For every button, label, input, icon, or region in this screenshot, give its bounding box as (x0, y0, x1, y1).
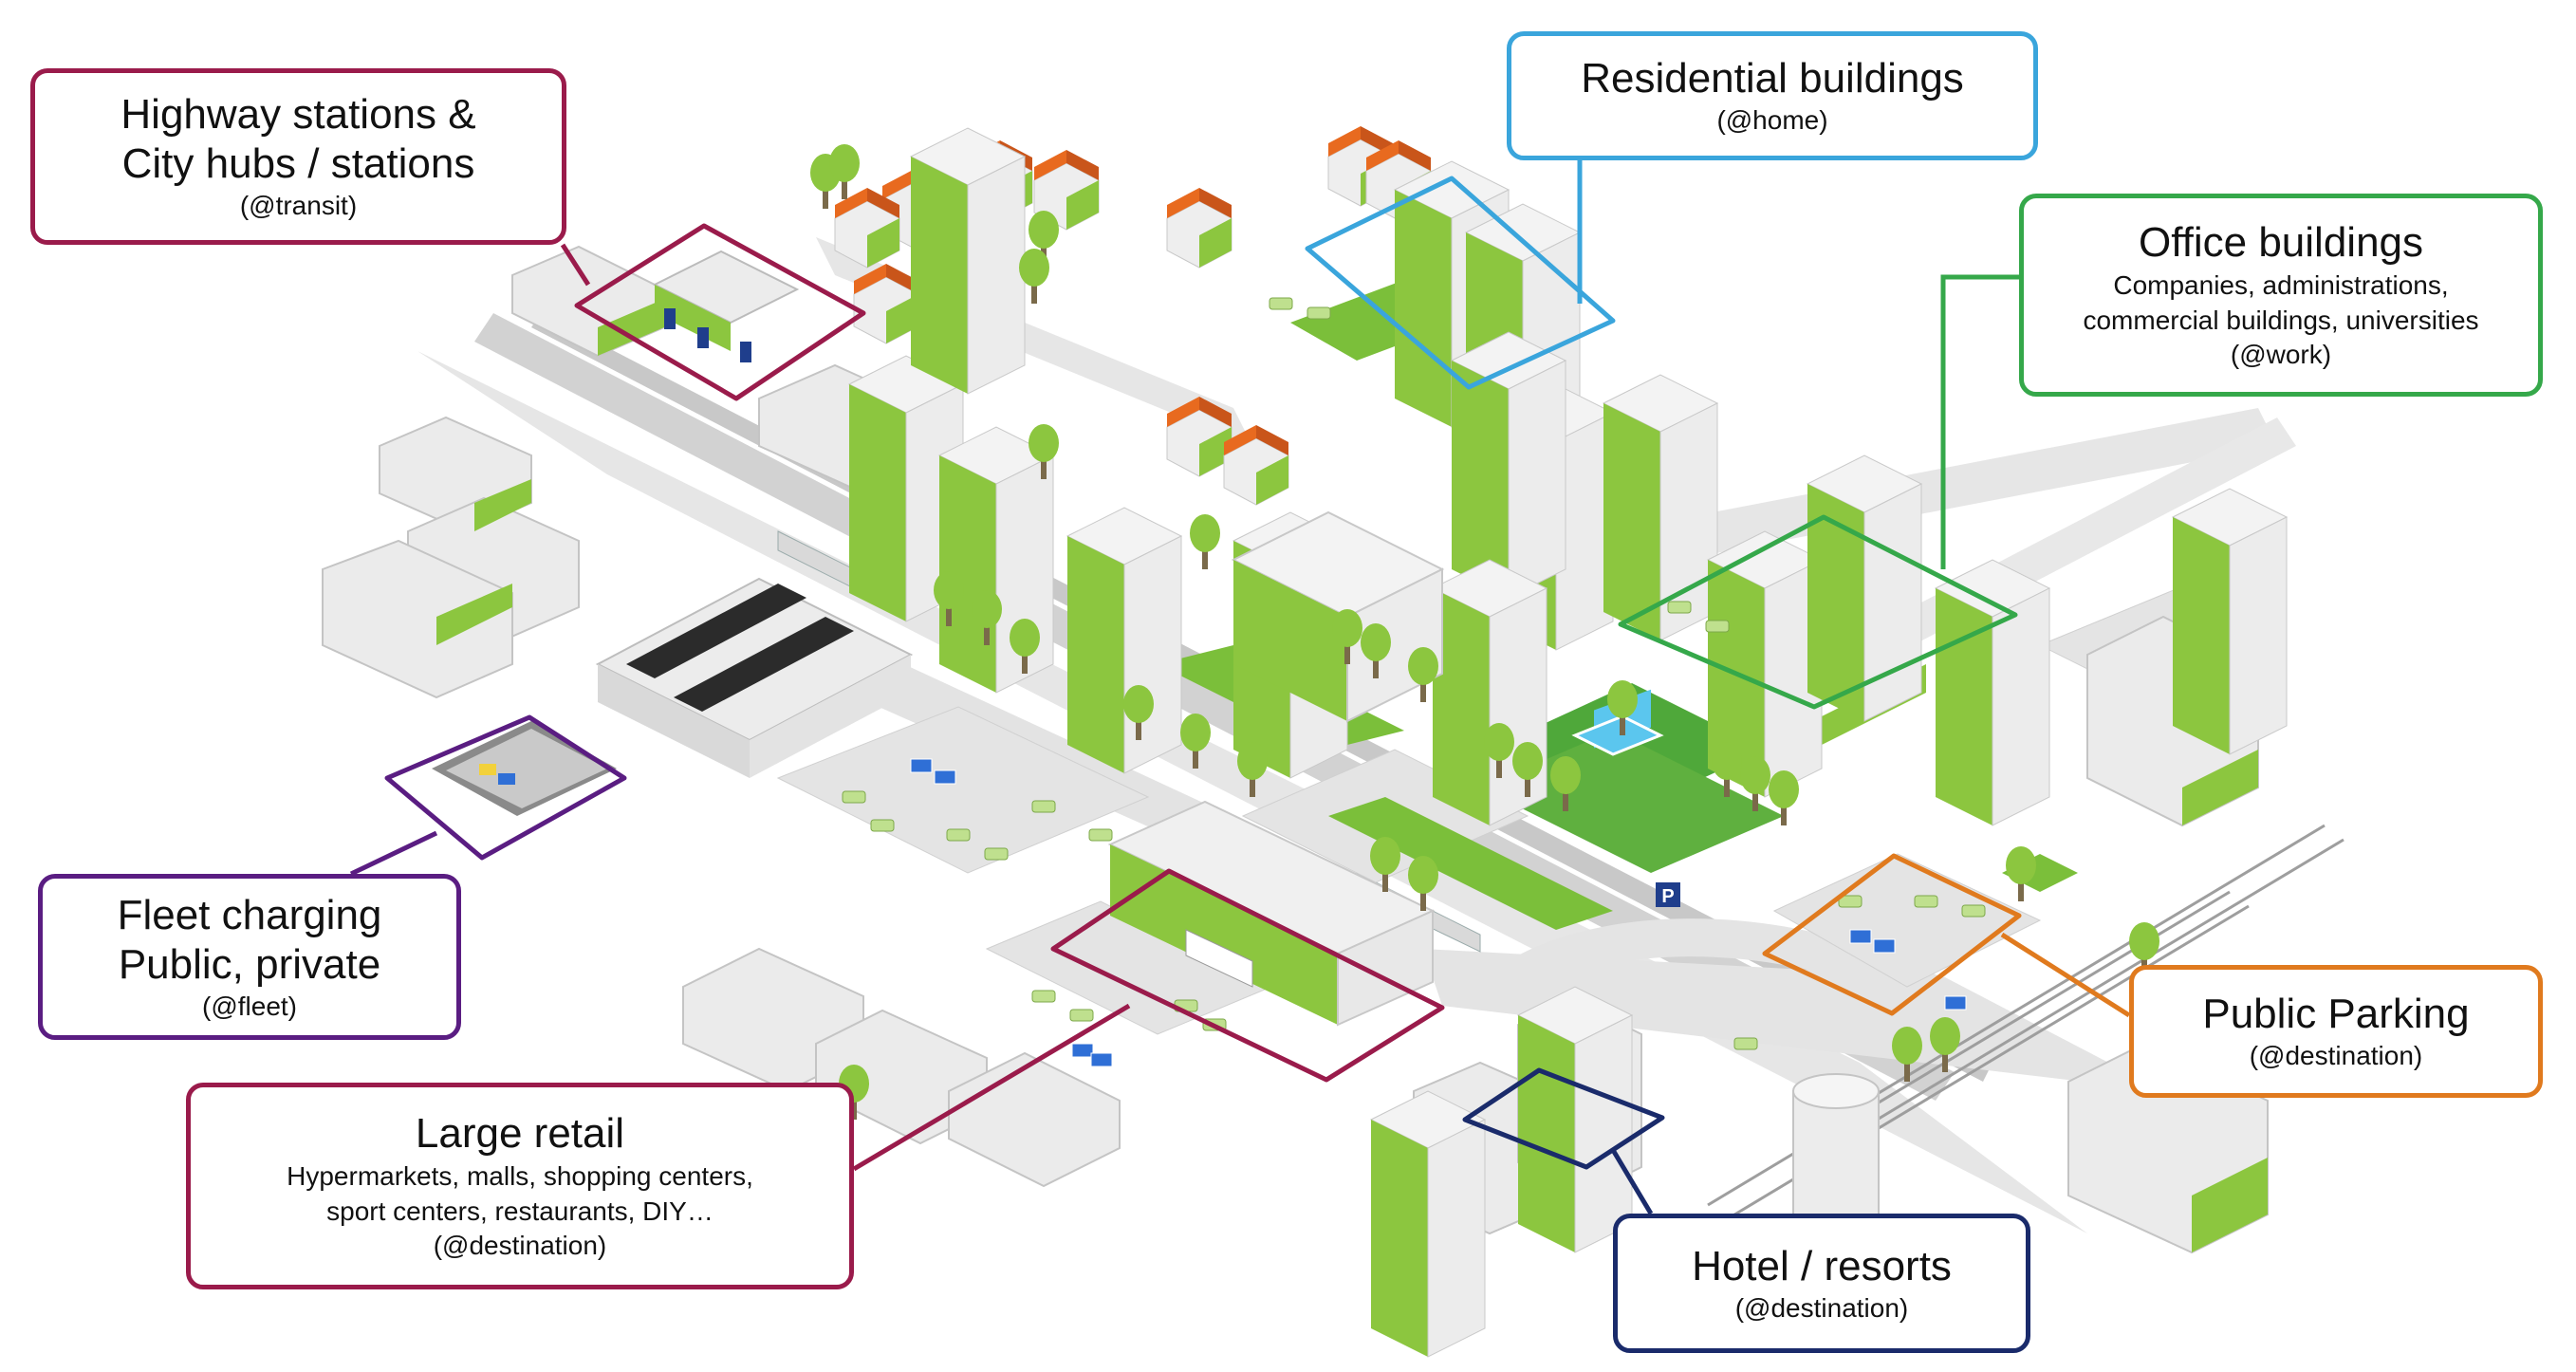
callout-retail-sub-line1: Hypermarkets, malls, shopping centers, (287, 1161, 753, 1191)
highlight-retail (1050, 868, 1445, 1083)
charging-station-icon (652, 250, 800, 362)
callout-transit-tag: (@transit) (239, 191, 358, 220)
callout-hotel-tag: (@destination) (1734, 1292, 1909, 1323)
callout-transit-title-line1: Highway stations & (120, 91, 476, 138)
callout-parking-title: Public Parking (2202, 991, 2470, 1037)
highlight-fleet (384, 714, 627, 861)
callout-home-tag: (@home) (1716, 105, 1828, 135)
solar-roof-building (595, 577, 914, 778)
callout-fleet: Fleet charging Public, private (@fleet) (38, 874, 461, 1040)
callout-fleet-title-line2: Public, private (118, 940, 381, 988)
leader-lines (349, 160, 2131, 1215)
highlight-parking (1762, 853, 2022, 1016)
central-office-block (1231, 510, 1445, 723)
callout-transit: Highway stations & City hubs / stations … (30, 68, 566, 245)
highlight-work (1618, 514, 2018, 710)
callout-hotel-title: Hotel / resorts (1692, 1242, 1952, 1289)
callout-parking-tag: (@destination) (2249, 1041, 2423, 1070)
callout-home-title: Residential buildings (1581, 55, 1964, 102)
highlight-transit (574, 223, 866, 401)
callout-retail: Large retail Hypermarkets, malls, shoppi… (186, 1083, 854, 1289)
solar-panel-icon (910, 758, 1967, 1067)
callout-retail-sub-line2: sport centers, restaurants, DIY… (326, 1196, 713, 1226)
callout-work-sub-line2: commercial buildings, universities (2083, 306, 2479, 335)
callout-transit-title-line2: City hubs / stations (121, 140, 475, 187)
callout-retail-tag: (@destination) (433, 1231, 607, 1260)
highlight-home (1305, 176, 1616, 390)
callout-work-tag: (@work) (2230, 340, 2332, 369)
retail-mall-building (1107, 800, 1436, 1027)
callout-fleet-tag: (@fleet) (202, 991, 297, 1021)
callout-work-title: Office buildings (2138, 219, 2424, 266)
highlight-hotel (1462, 1067, 1665, 1170)
highlight-outlines (384, 176, 2022, 1170)
callout-home: Residential buildings (@home) (1507, 31, 2038, 160)
callout-work-sub-line1: Companies, administrations, (2113, 270, 2449, 300)
callout-retail-title: Large retail (415, 1110, 625, 1157)
svg-text:P: P (1661, 886, 1674, 907)
water-tower-icon (1792, 1073, 1880, 1234)
fleet-charging-garage (432, 721, 617, 816)
callout-fleet-title-line1: Fleet charging (117, 891, 382, 938)
parking-sign-icon: P (1656, 882, 1680, 907)
callout-parking: Public Parking (@destination) (2129, 965, 2543, 1098)
pool (1571, 714, 1664, 756)
callout-hotel: Hotel / resorts (@destination) (1613, 1214, 2030, 1353)
callout-work: Office buildings Companies, administrati… (2019, 194, 2543, 397)
